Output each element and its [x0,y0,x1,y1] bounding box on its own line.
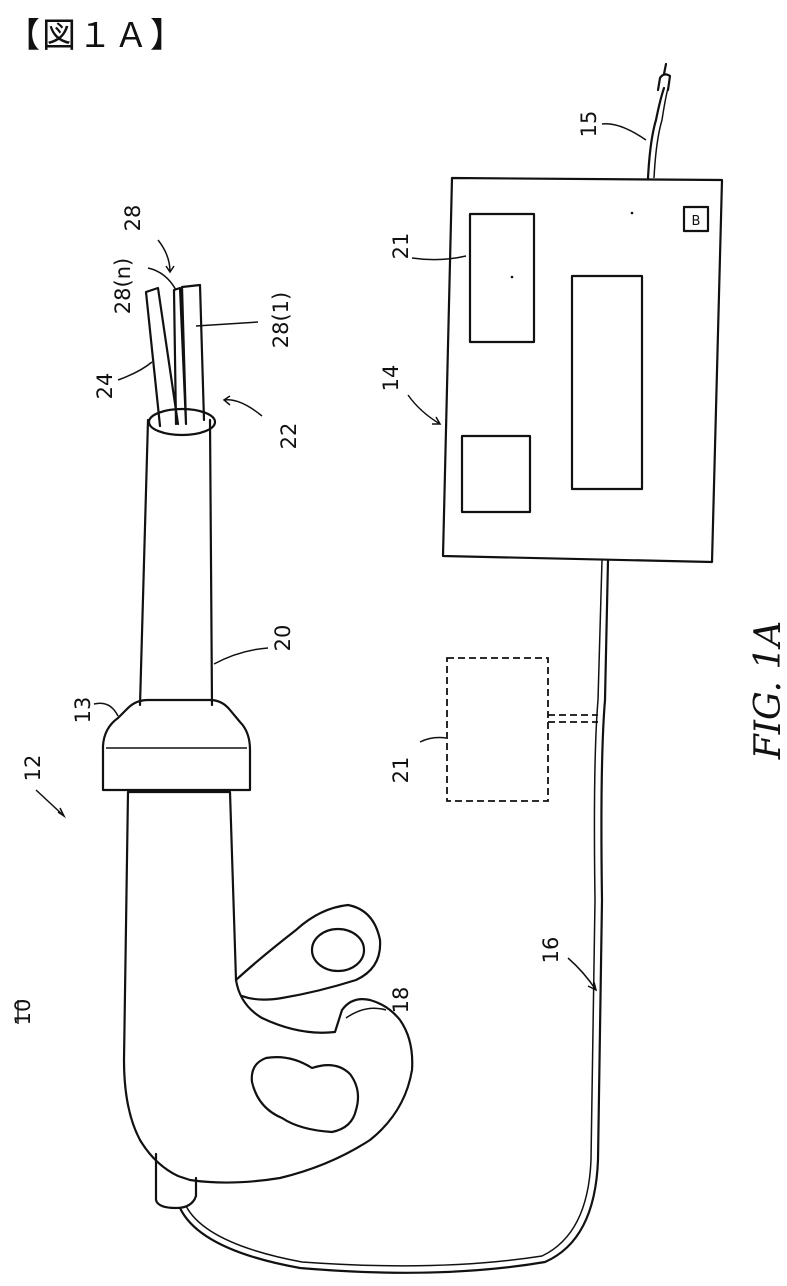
label-15: 15 [577,111,601,138]
console-box [443,178,722,562]
leader-28n [148,268,176,290]
alt-panel-link [548,715,598,722]
leader-12 [36,790,64,816]
reference-labels: 10 12 13 20 22 24 28 28(n) 28(1) 14 15 1… [11,111,601,1026]
label-24: 24 [93,373,117,400]
cable-16-inner [186,560,602,1266]
label-12: 12 [21,755,45,782]
leader-28 [158,240,170,272]
label-21-alt: 21 [389,757,413,784]
cable-16 [180,560,608,1273]
leader-18 [346,1008,386,1018]
leader-24 [118,362,152,380]
trigger-18 [236,905,380,1000]
handpiece [103,285,412,1208]
label-28: 28 [121,205,145,232]
leader-16 [568,958,596,990]
leader-15 [602,124,646,140]
leader-21 [412,256,466,260]
power-plug [658,64,670,90]
label-14: 14 [379,365,403,392]
leader-21-alt [420,738,446,743]
label-22: 22 [277,423,301,450]
panel-small [462,436,530,512]
figure-caption: FIG. 1A [748,621,787,760]
label-10: 10 [11,999,35,1026]
label-28n: 28(n) [111,258,135,314]
alt-panel-21 [447,658,548,801]
panel-21 [470,214,534,342]
leader-28-1 [196,322,258,326]
console: B [443,178,722,562]
trigger-loop [312,929,364,971]
label-18: 18 [389,987,413,1014]
power-cord-15 [648,88,664,178]
display-large [572,276,642,489]
leader-13 [94,703,118,716]
grip-opening [252,1057,358,1132]
leader-14 [408,395,440,424]
handle-body [124,792,412,1183]
array-28-probes [174,285,204,424]
label-13: 13 [71,697,95,724]
collar [103,700,250,790]
label-28-1: 28(1) [269,292,293,348]
shaft [140,420,212,705]
label-16: 16 [539,937,563,964]
console-button-label: B [692,214,701,229]
label-20: 20 [271,625,295,652]
leader-22 [224,400,262,416]
leader-20 [214,648,268,664]
label-21: 21 [389,233,413,260]
